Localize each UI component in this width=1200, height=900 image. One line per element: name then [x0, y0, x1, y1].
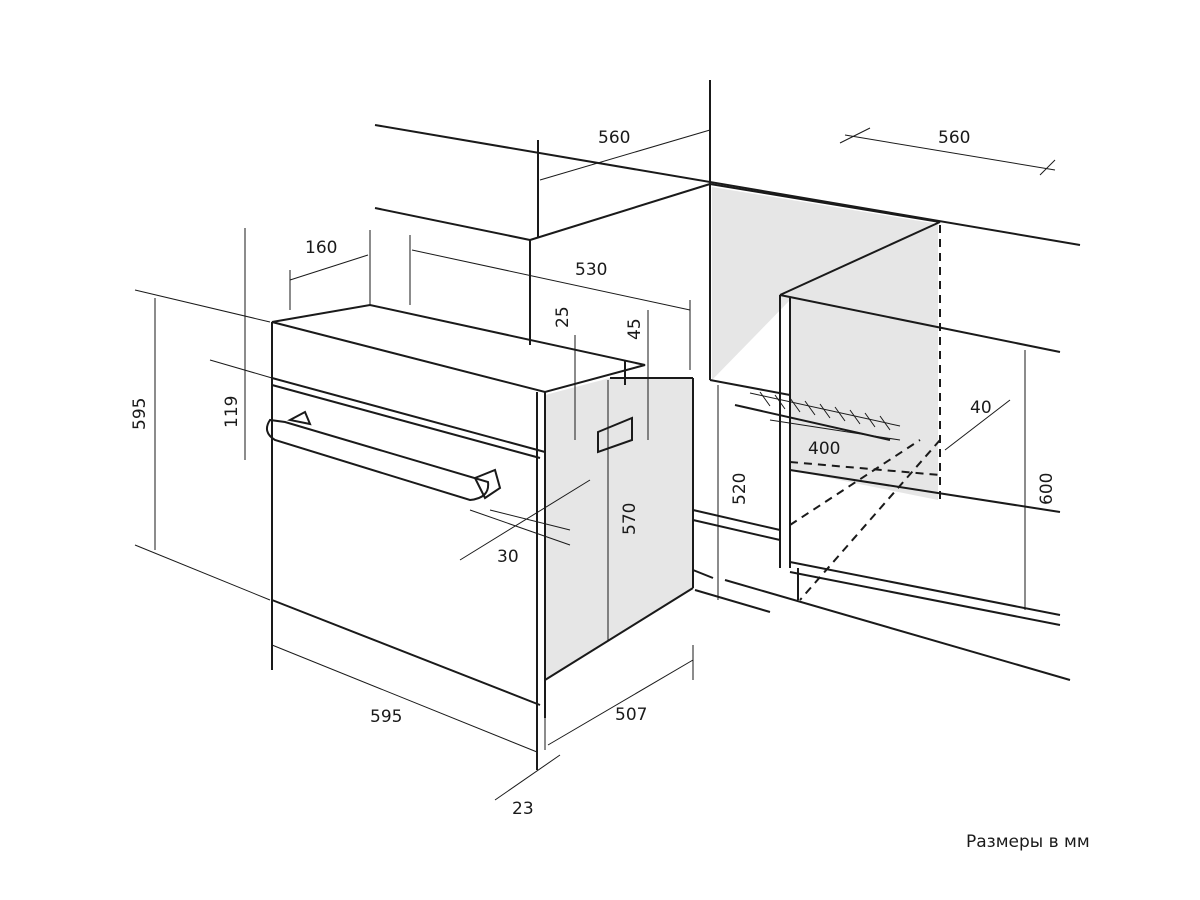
- dim-panel-height: 119: [222, 396, 242, 428]
- dim-niche-min-height: 520: [730, 473, 750, 505]
- dim-oven-depth-top: 530: [575, 260, 607, 280]
- dim-niche-height: 600: [1037, 473, 1057, 505]
- dim-vent-width: 400: [808, 439, 840, 459]
- dim-oven-height: 595: [130, 398, 150, 430]
- dim-body-depth: 507: [615, 705, 647, 725]
- dimension-lines: [134, 127, 1056, 801]
- dim-cabinet-depth-right: 560: [938, 128, 970, 148]
- dim-vent-depth: 40: [970, 398, 992, 418]
- units-caption: Размеры в мм: [966, 832, 1090, 852]
- dim-body-height: 570: [620, 503, 640, 535]
- dim-25: 25: [553, 306, 573, 328]
- oven: [265, 303, 694, 770]
- dim-front-thickness: 23: [512, 799, 534, 819]
- dim-45: 45: [625, 318, 645, 340]
- dim-handle-offset: 30: [497, 547, 519, 567]
- dim-rear-gap: 160: [305, 238, 337, 258]
- dim-oven-width: 595: [370, 707, 402, 727]
- oven-side-face: [545, 378, 693, 680]
- dim-cabinet-depth-left: 560: [598, 128, 630, 148]
- cabinet-outline: [374, 80, 1081, 681]
